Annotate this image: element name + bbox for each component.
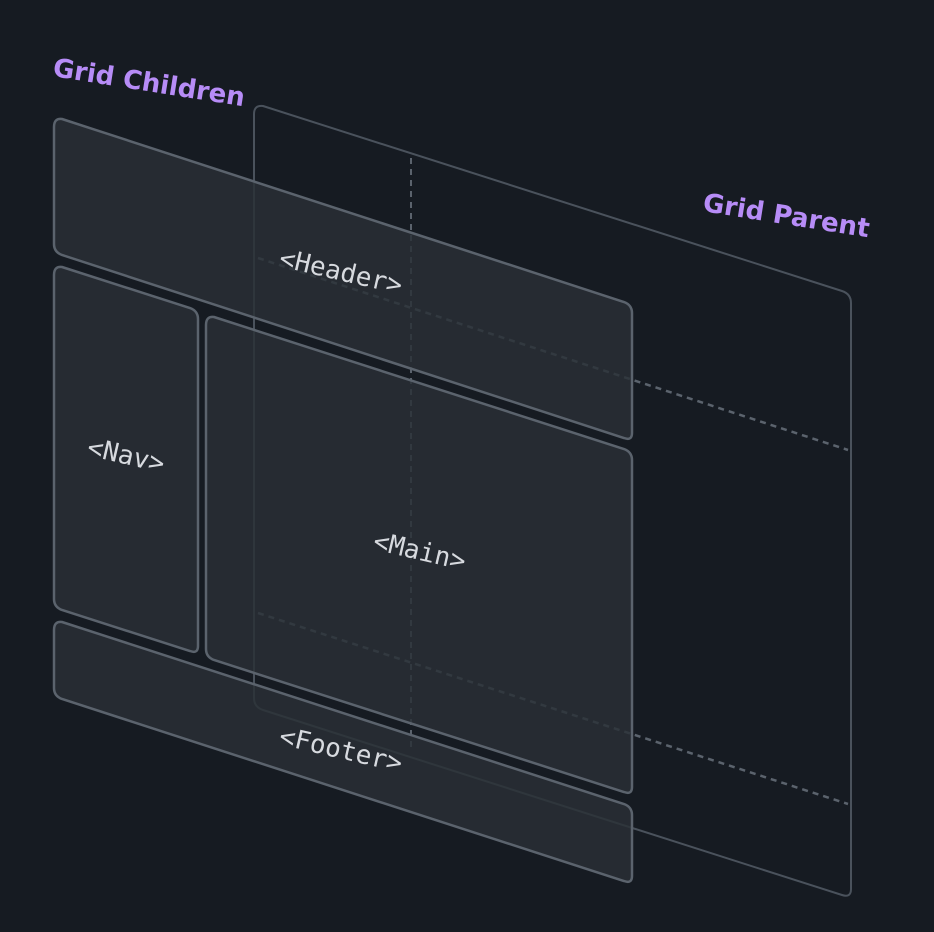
main-panel xyxy=(204,315,634,795)
grid-children-label: Grid Children xyxy=(51,53,247,113)
grid-parent-label: Grid Parent xyxy=(701,188,872,244)
footer-panel xyxy=(52,620,634,884)
nav-panel xyxy=(52,265,200,654)
header-panel xyxy=(52,117,634,441)
